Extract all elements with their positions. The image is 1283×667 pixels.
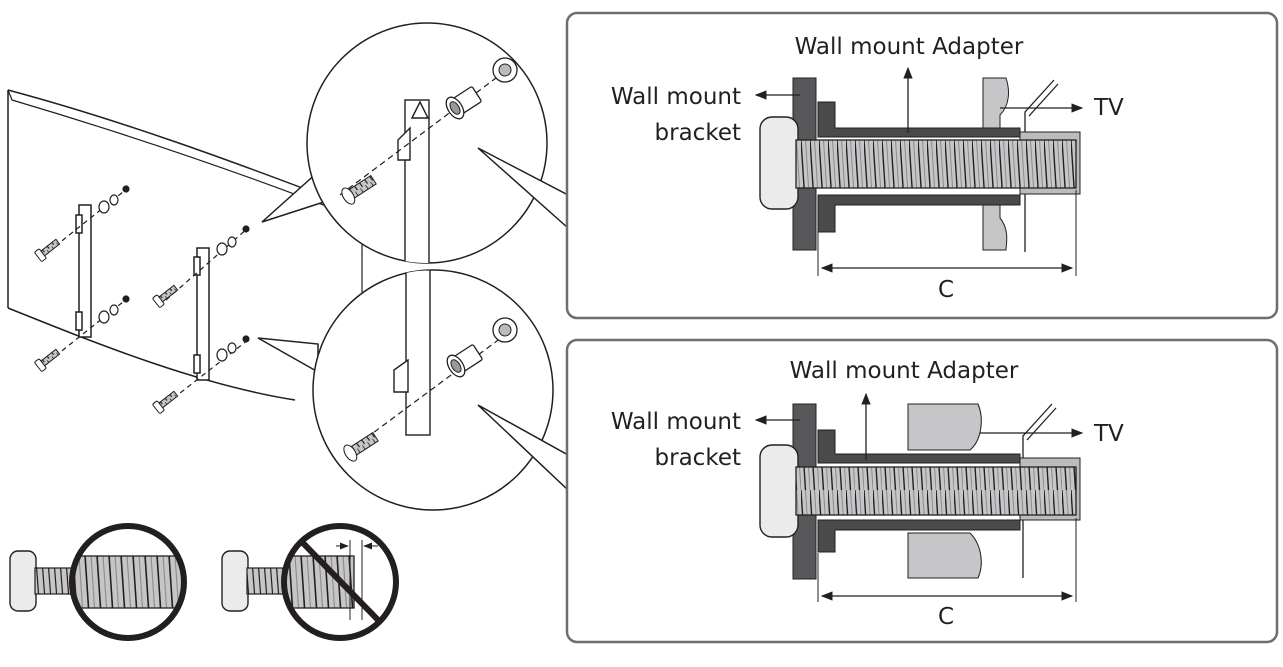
dimension-label: C — [938, 277, 954, 303]
bracket-label-line1: Wall mount — [611, 84, 741, 110]
small-screws — [34, 185, 250, 414]
bracket-label-line1: Wall mount — [611, 409, 741, 435]
screw-threads-correct-icon — [9, 523, 187, 641]
tv-label: TV — [1093, 95, 1124, 121]
dimension-label: C — [938, 604, 954, 630]
tv-label: TV — [1093, 421, 1124, 447]
bracket-label-line2: bracket — [655, 120, 741, 146]
adapter-label: Wall mount Adapter — [795, 34, 1024, 60]
detail-panel-top: Wall mount Adapter Wall mount bracket TV… — [565, 11, 1279, 320]
adapter-label: Wall mount Adapter — [790, 358, 1019, 384]
zoom-callout-bottom — [257, 269, 554, 511]
bracket-label-line2: bracket — [655, 445, 741, 471]
screw-threads-prohibited-icon — [221, 523, 399, 641]
zoom-callout-top — [261, 22, 548, 264]
detail-panel-bottom: Wall mount Adapter Wall mount bracket TV… — [565, 338, 1279, 644]
